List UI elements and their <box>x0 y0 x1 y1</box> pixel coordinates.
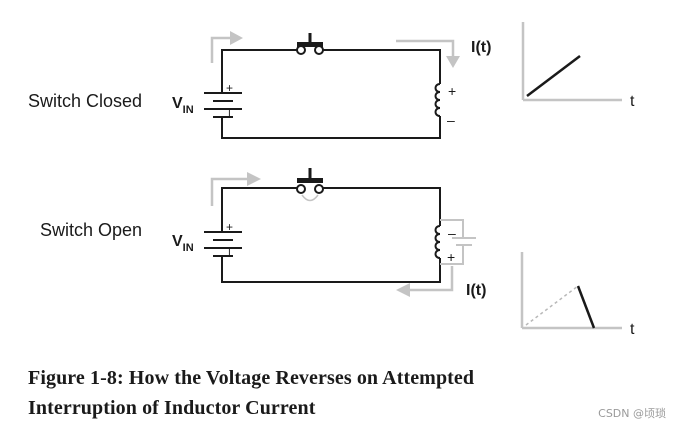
inductor-plus-open: + <box>447 249 455 265</box>
battery-icon-open <box>204 231 242 257</box>
current-ramp-dashed-line <box>525 285 579 326</box>
graph-axis-t-closed: t <box>630 93 635 110</box>
inductor-plus-closed: + <box>448 83 456 99</box>
current-arrow-right-open <box>410 266 454 292</box>
current-arrow-right-closed <box>396 39 455 56</box>
inductor-icon-open <box>434 225 441 259</box>
current-collapse-line <box>576 285 596 329</box>
current-arrow-left-closed <box>210 36 230 63</box>
closed-switch-icon <box>296 33 324 55</box>
reverse-voltage-battery-icon <box>440 219 476 265</box>
current-ramp-line <box>526 55 581 97</box>
switch-open-label: Switch Open <box>40 220 142 240</box>
inductor-icon-closed <box>434 83 441 117</box>
battery-minus-closed: I <box>228 109 231 120</box>
current-arrowhead-right-open <box>396 283 410 297</box>
current-arrowhead-left-closed <box>230 31 243 45</box>
graph-axis-t-open: t <box>630 321 635 338</box>
current-graph-closed: t <box>521 22 635 110</box>
current-label-closed: I(t) <box>471 39 491 56</box>
switch-closed-panel: Switch Closed VIN + I <box>28 22 635 139</box>
battery-plus-open: + <box>226 220 233 234</box>
battery-minus-open: I <box>228 248 231 259</box>
source-voltage-label-open: VIN <box>172 233 194 254</box>
circuit-wires-closed <box>221 49 441 139</box>
open-switch-icon <box>296 168 324 202</box>
inductor-minus-open: – <box>448 225 456 241</box>
watermark: CSDN @顷琐 <box>598 407 666 420</box>
circuit-wires-open <box>221 187 441 283</box>
switch-open-panel: Switch Open VIN + I <box>40 168 635 338</box>
source-voltage-label-closed: VIN <box>172 95 194 116</box>
arc-spark-icon <box>301 194 319 202</box>
battery-plus-closed: + <box>226 81 233 95</box>
caption-line-2: Interruption of Inductor Current <box>28 397 316 419</box>
current-graph-open: t <box>520 252 635 338</box>
figure-caption: Figure 1-8: How the Voltage Reverses on … <box>28 363 588 423</box>
battery-icon-closed <box>204 92 242 118</box>
inductor-minus-closed: – <box>447 112 455 128</box>
current-arrowhead-left-open <box>247 172 261 186</box>
current-arrowhead-right-closed <box>446 56 460 68</box>
current-label-open: I(t) <box>466 282 486 299</box>
caption-line-1: Figure 1-8: How the Voltage Reverses on … <box>28 367 475 389</box>
current-arrow-left-open <box>210 177 247 206</box>
switch-closed-label: Switch Closed <box>28 91 142 111</box>
